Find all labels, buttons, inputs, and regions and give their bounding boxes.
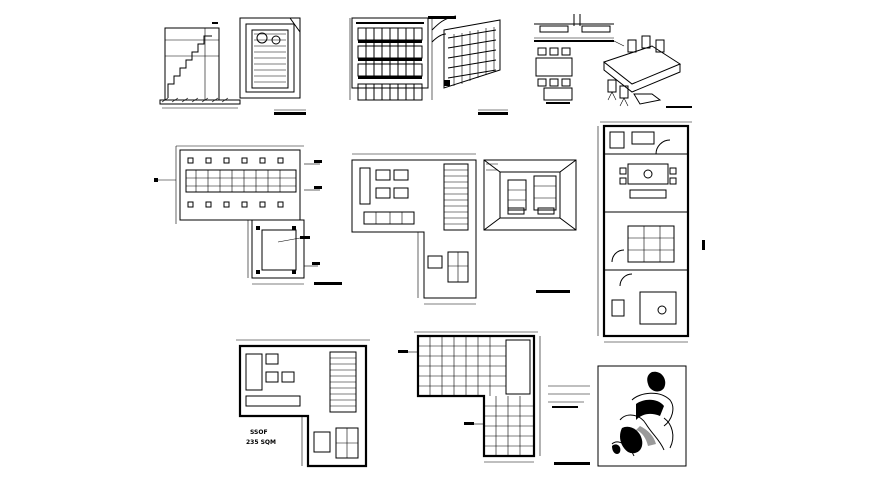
- store-plan-area: 235 SQM: [246, 439, 276, 446]
- notes-block: [548, 385, 590, 465]
- staircase-section-drawing: [159, 22, 241, 109]
- office-plan-ceiling: [154, 145, 322, 224]
- staircase-plan-drawing: [239, 17, 306, 115]
- window-grid: [357, 27, 423, 79]
- human-figure-sketch: [597, 365, 687, 467]
- ceiling-tile-grid-upper: [418, 336, 531, 396]
- facade-elevation-drawing: [349, 15, 457, 101]
- reflected-ceiling-plan: [398, 331, 541, 463]
- office-plan-annex: [247, 219, 342, 285]
- person-silhouette-icon: [611, 371, 674, 457]
- staircase-hatch: [443, 163, 469, 231]
- store-staircase: [329, 351, 357, 413]
- ceiling-tile-grid-lower: [484, 396, 534, 456]
- ground-hatch: [161, 97, 229, 103]
- facade-perspective-drawing: [431, 19, 508, 115]
- conference-room-perspective: [602, 35, 692, 108]
- conference-table-elevation: [534, 14, 614, 42]
- office-plan-desks: [351, 153, 477, 305]
- office-floor-plan-long: [597, 121, 705, 343]
- interior-perspective-drawing: [483, 159, 577, 293]
- store-plan-drawing: SSOF 235 SQM: [236, 339, 370, 468]
- ceiling-light-grid: [187, 157, 284, 208]
- conference-table-plan: [535, 47, 573, 104]
- store-plan-title: SSOF: [250, 429, 268, 436]
